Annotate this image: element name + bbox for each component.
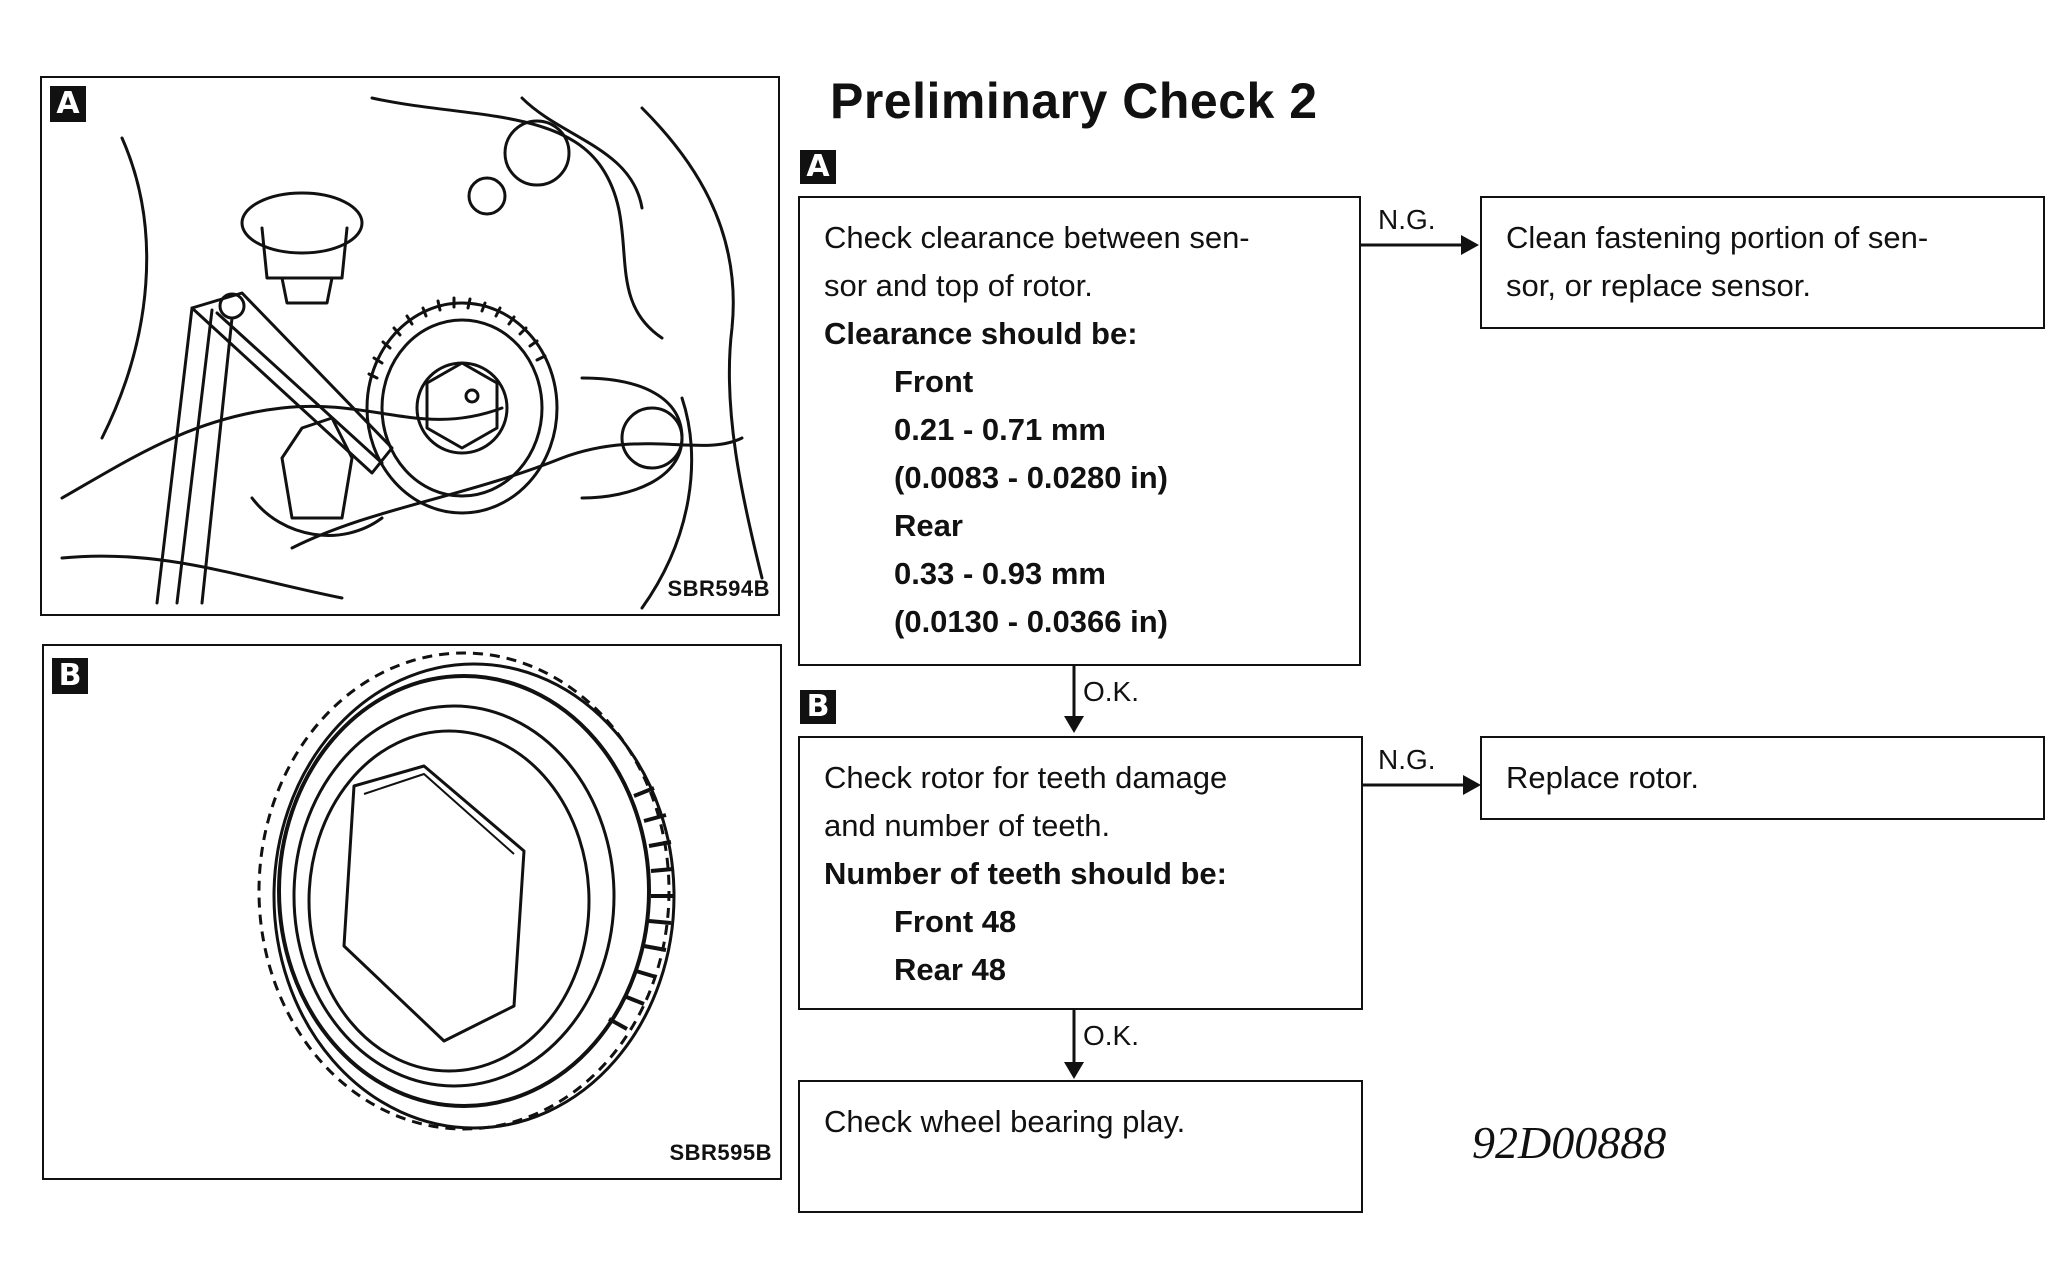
figure-a-badge: A: [50, 86, 86, 122]
figure-b-code: SBR595B: [669, 1140, 772, 1165]
step-b-line2: and number of teeth.: [824, 808, 1111, 843]
figure-a-sensor-clearance: A SBR594B: [40, 76, 780, 616]
teeth-rear: Rear 48: [894, 952, 1007, 987]
step-a-text: Check clearance between sen- sor and top…: [824, 214, 1250, 646]
ng-a-line1: Clean fastening portion of sen-: [1506, 220, 1929, 255]
clearance-front-mm: 0.21 - 0.71 mm: [894, 412, 1106, 447]
figure-a-code: SBR594B: [667, 576, 770, 601]
final-box: Check wheel bearing play.: [798, 1080, 1363, 1213]
document-id: 92D00888: [1472, 1117, 1667, 1168]
step-a-badge: A: [800, 150, 836, 184]
final-text: Check wheel bearing play.: [824, 1104, 1186, 1139]
clearance-rear-mm: 0.33 - 0.93 mm: [894, 556, 1106, 591]
rotor-illustration: [257, 651, 676, 1131]
teeth-front: Front 48: [894, 904, 1017, 939]
ng-b-arrow: [1363, 775, 1481, 795]
ng-a-text: Clean fastening portion of sen- sor, or …: [1506, 214, 1928, 310]
step-b-text: Check rotor for teeth damage and number …: [824, 754, 1227, 994]
clearance-front-label: Front: [894, 364, 974, 399]
ok-a-label: O.K.: [1083, 676, 1140, 707]
clearance-rear-in: (0.0130 - 0.0366 in): [894, 604, 1168, 639]
step-a-line1: Check clearance between sen-: [824, 220, 1250, 255]
ok-a-arrow: [1064, 666, 1084, 733]
clearance-front-in: (0.0083 - 0.0280 in): [894, 460, 1168, 495]
sensor-gauge-illustration: [60, 96, 764, 610]
step-b-line1: Check rotor for teeth damage: [824, 760, 1228, 795]
step-a-box: Check clearance between sen- sor and top…: [798, 196, 1361, 666]
step-a-line2: sor and top of rotor.: [824, 268, 1093, 303]
ng-a-line2: sor, or replace sensor.: [1506, 268, 1811, 303]
ok-b-label: O.K.: [1083, 1020, 1140, 1051]
clearance-heading: Clearance should be:: [824, 316, 1138, 351]
ng-b-text: Replace rotor.: [1506, 760, 1699, 795]
ng-a-box: Clean fastening portion of sen- sor, or …: [1480, 196, 2045, 329]
page-title: Preliminary Check 2: [830, 73, 1318, 129]
ng-b-box: Replace rotor.: [1480, 736, 2045, 820]
clearance-rear-label: Rear: [894, 508, 963, 543]
ng-a-label: N.G.: [1378, 204, 1436, 235]
ng-a-arrow: [1361, 235, 1479, 255]
teeth-heading: Number of teeth should be:: [824, 856, 1227, 891]
step-b-box: Check rotor for teeth damage and number …: [798, 736, 1363, 1010]
figure-b-rotor: B SBR595B: [42, 644, 782, 1180]
figure-b-badge: B: [52, 658, 88, 694]
ok-b-arrow: [1064, 1010, 1084, 1079]
ng-b-label: N.G.: [1378, 744, 1436, 775]
step-b-badge: B: [800, 690, 836, 724]
